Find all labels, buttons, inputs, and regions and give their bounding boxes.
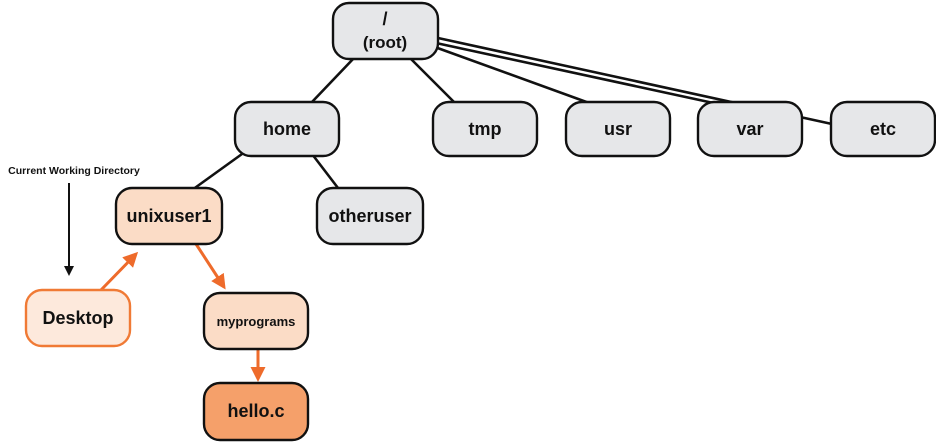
- node-usr: usr: [564, 100, 672, 158]
- node-etc: etc: [829, 100, 936, 158]
- node-var-label: var: [736, 119, 763, 139]
- edge-root-tmp: [409, 57, 455, 103]
- node-otheruser: otheruser: [315, 186, 425, 246]
- cwd-label: Current Working Directory: [8, 165, 140, 177]
- arrow-desktop-to-unixuser1: [99, 251, 139, 292]
- node-home-label: home: [263, 119, 311, 139]
- path-arrows: [99, 243, 266, 382]
- edge-root-var: [435, 41, 719, 106]
- node-otheruser-label: otheruser: [328, 206, 411, 226]
- edge-home-otheruser: [310, 153, 340, 189]
- node-myprograms-label: myprograms: [217, 314, 296, 329]
- node-usr-label: usr: [604, 119, 632, 139]
- node-var: var: [696, 100, 804, 158]
- node-tmp: tmp: [431, 100, 539, 158]
- node-myprograms: myprograms: [202, 291, 310, 351]
- node-etc-label: etc: [870, 119, 896, 139]
- node-root-slash: /: [382, 9, 387, 29]
- node-desktop-label: Desktop: [42, 308, 113, 328]
- arrow-unixuser1-to-myprograms: [194, 243, 226, 290]
- node-root: / (root): [331, 1, 440, 61]
- node-tmp-label: tmp: [469, 119, 502, 139]
- edge-root-usr: [431, 44, 593, 106]
- node-root-label: (root): [363, 33, 407, 52]
- node-home: home: [233, 100, 341, 158]
- node-unixuser1: unixuser1: [114, 186, 224, 246]
- node-desktop: Desktop: [24, 288, 132, 348]
- node-helloc-label: hello.c: [227, 401, 284, 421]
- node-helloc: hello.c: [202, 381, 310, 442]
- cwd-annotation: Current Working Directory: [8, 165, 140, 276]
- edge-home-unixuser1: [191, 152, 243, 192]
- edge-root-home: [311, 57, 355, 103]
- node-unixuser1-label: unixuser1: [126, 206, 211, 226]
